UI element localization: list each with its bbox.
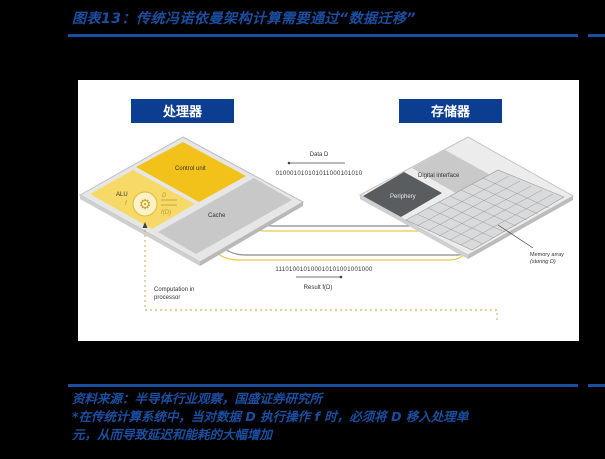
control-unit-block [136,142,246,202]
memory-chip [358,136,575,259]
footer-divider [68,384,578,387]
footnote-line1: *在传统计算系统中，当对数据 D 执行操作 f 时，必须将 D 移入处理单 [72,409,469,424]
alu-fd-label: f(D) [161,210,171,216]
computation-loop-line [144,230,498,322]
processor-label: 处理器 [162,104,203,119]
data-arrow-head [287,161,291,165]
data-bits: 010001010101011000101010 [276,171,363,177]
data-label: Data D [310,152,329,158]
memory-array-grid [416,175,554,246]
memory-array-label-line2: (storing D) [530,259,556,265]
periphery-label: Periphery [390,194,416,200]
memory-array-label-line1: Memory array [530,252,564,258]
title-divider [68,34,578,37]
memory-label-box: 存储器 [399,99,502,123]
cache-label: Cache [208,213,226,219]
control-unit-label: Control unit [175,166,206,172]
source-note: 资料来源：半导体行业观察，国盛证券研究所 [72,391,323,406]
memory-array-pointer [497,224,534,249]
periphery-block [363,172,442,217]
diagram-panel: 处理器 存储器 ⚙ Con [78,80,579,341]
result-bits: 111010010100010101001001000 [275,267,373,273]
cache-block [158,178,292,254]
footer-divider-tail [588,384,605,387]
alu-d-label: D [162,193,167,199]
computation-label-line1: Computation in [154,287,194,293]
footnote-line2: 元，从而导致延迟和能耗的大幅增加 [72,427,273,442]
processor-label-box: 处理器 [131,99,234,123]
computation-arrow-head [142,222,148,228]
svg-text:⚙: ⚙ [139,197,152,213]
alu-label: ALU [116,192,128,198]
gear-icon [132,191,158,217]
memory-label: 存储器 [431,104,471,119]
figure-title: 图表13：传统冯诺依曼架构计算需要通过“数据迁移” [72,11,417,27]
title-divider-tail [588,34,605,37]
result-arrow-head [339,275,343,279]
digital-interface-label: Digital interface [418,173,460,179]
result-label: Result f(D) [304,285,333,291]
processor-chip: ⚙ [78,136,305,266]
computation-label-line2: processor [154,295,180,301]
alu-f-label: f [125,201,128,207]
